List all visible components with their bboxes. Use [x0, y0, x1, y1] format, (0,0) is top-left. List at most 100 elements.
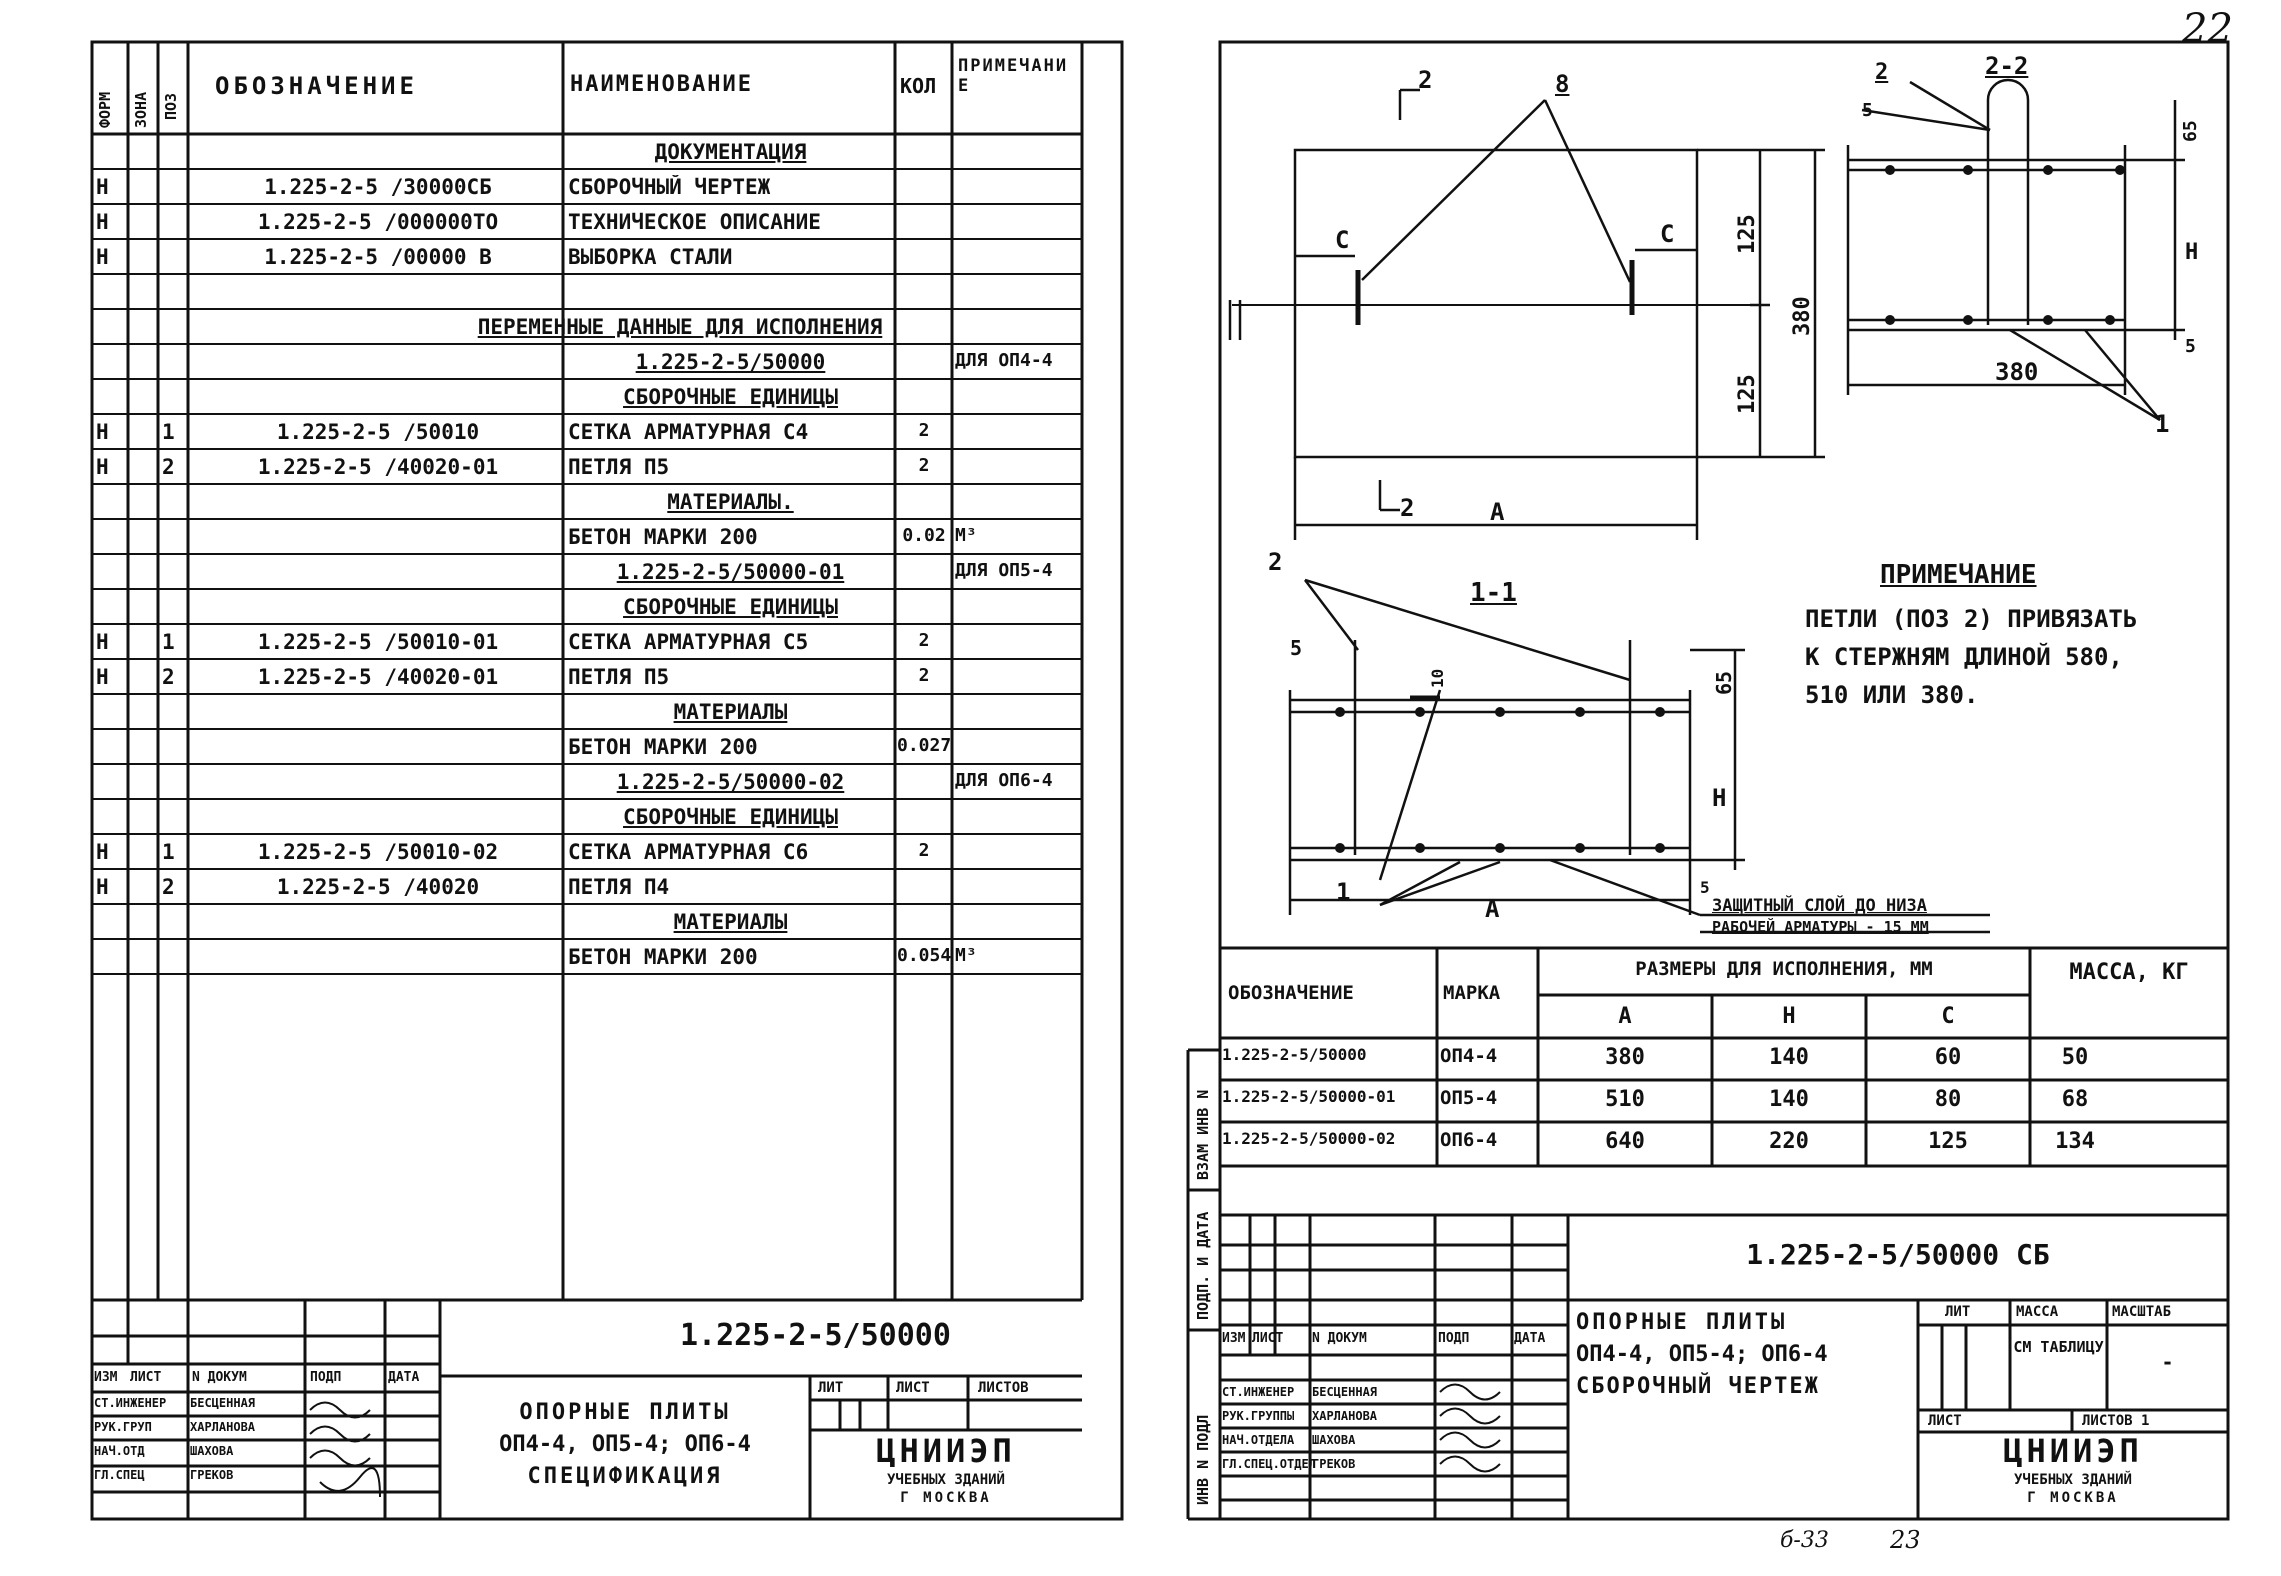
right-sheets-label: ЛИСТОВ 1 — [2082, 1413, 2150, 1429]
s11-dim-65: 65 — [1712, 670, 1736, 695]
spec-cell-name: ПЕТЛЯ П5 — [568, 665, 670, 689]
right-rev-header: ДАТА — [1514, 1331, 1546, 1346]
right-stage-mass: МАССА — [2016, 1304, 2059, 1320]
signature-marks — [309, 1383, 1501, 1498]
spec-cell-qty: 0.054 — [897, 945, 951, 966]
param-cell-a: 640 — [1605, 1129, 1645, 1154]
spec-cell-name: СЕТКА АРМАТУРНАЯ С5 — [568, 630, 809, 654]
spec-cell-form: Н — [96, 665, 109, 689]
s22-dim-65: 65 — [2180, 120, 2201, 142]
right-title-line-1: ОПОРНЫЕ ПЛИТЫ — [1576, 1310, 1788, 1335]
stamp-podp-data: ПОДП. И ДАТА — [1194, 1211, 1212, 1320]
left-title-line-2: ОП4-4, ОП5-4; ОП6-4 — [499, 1432, 751, 1457]
spec-cell-form: Н — [96, 175, 109, 199]
spec-cell-name: СБОРОЧНЫЕ ЕДИНИЦЫ — [623, 595, 838, 619]
left-doc-code: 1.225-2-5/50000 — [680, 1318, 951, 1353]
right-sheet-frame — [1218, 40, 2230, 1521]
param-cell-c: 125 — [1928, 1129, 1968, 1154]
left-sheet-frame — [90, 40, 1124, 1521]
spec-cell-name: 1.225-2-5/50000 — [635, 350, 826, 374]
dim-a-plan: А — [1490, 498, 1505, 526]
param-cell-h: 220 — [1769, 1129, 1809, 1154]
param-header-a: А — [1618, 1004, 1632, 1029]
param-header-mark: МАРКА — [1443, 982, 1501, 1004]
header-designation: ОБОЗНАЧЕНИЕ — [215, 72, 418, 100]
spec-cell-name: МАТЕРИАЛЫ — [673, 910, 788, 934]
cut-2-label: 2 — [1418, 66, 1433, 94]
spec-cell-form: Н — [96, 420, 109, 444]
section-1-1-rebar-dots — [1335, 707, 1665, 853]
param-header-h: Н — [1782, 1004, 1796, 1029]
right-rev-header: N ДОКУМ — [1312, 1331, 1367, 1346]
spec-cell-designation: 1.225-2-5 /40020-01 — [257, 665, 499, 689]
param-header-designation: ОБОЗНАЧЕНИЕ — [1228, 982, 1354, 1004]
right-signer-role: СТ.ИНЖЕНЕР — [1222, 1385, 1295, 1399]
spec-cell-designation: 1.225-2-5 /50010-02 — [257, 840, 499, 864]
spec-cell-name: БЕТОН МАРКИ 200 — [568, 525, 758, 549]
right-org-sub1: УЧЕБНЫХ ЗДАНИЙ — [2013, 1472, 2132, 1488]
s11-dim-5b: 5 — [1700, 878, 1710, 897]
spec-cell-qty: 2 — [918, 420, 930, 441]
left-org-sub2: Г МОСКВА — [900, 1490, 992, 1506]
spec-cell-name: ВЫБОРКА СТАЛИ — [568, 245, 733, 269]
right-title-line-2: ОП4-4, ОП5-4; ОП6-4 — [1576, 1342, 1828, 1367]
s11-pos-2: 2 — [1268, 548, 1283, 576]
sheet-mark-bottom-right: 23 — [1890, 1526, 1921, 1554]
plan-view — [1228, 88, 1825, 540]
right-signer-role: НАЧ.ОТДЕЛА — [1222, 1433, 1295, 1447]
spec-cell-note: М³ — [955, 945, 977, 966]
spec-cell-form: Н — [96, 630, 109, 654]
s11-pos-1: 1 — [1336, 878, 1351, 906]
param-cell-a: 380 — [1605, 1045, 1645, 1070]
note-title: ПРИМЕЧАНИЕ — [1880, 560, 2037, 590]
spec-cell-qty: 2 — [918, 840, 930, 861]
header-qty: КОЛ — [900, 74, 937, 98]
protect-note-2: РАБОЧЕЙ АРМАТУРЫ - 15 ММ — [1712, 918, 1929, 936]
right-rev-header: ЛИСТ — [1252, 1331, 1284, 1346]
right-rev-header: ПОДП — [1438, 1331, 1470, 1346]
c-right-label: С — [1660, 220, 1675, 248]
spec-cell-name: ПЕРЕМЕННЫЕ ДАННЫЕ ДЛЯ ИСПОЛНЕНИЯ — [477, 315, 883, 339]
left-rev-header: N ДОКУМ — [192, 1370, 247, 1385]
dim-380-vertical: 380 — [1790, 296, 1815, 336]
s11-dim-h: Н — [1712, 784, 1727, 812]
right-org-sub2: Г МОСКВА — [2027, 1490, 2119, 1506]
spec-cell-pos: 2 — [162, 665, 175, 689]
spec-cell-designation: 1.225-2-5 /30000СБ — [264, 175, 492, 199]
header-pos: ПОЗ — [162, 92, 180, 120]
spec-cell-name: СБОРОЧНЫЕ ЕДИНИЦЫ — [623, 385, 838, 409]
param-cell-a: 510 — [1605, 1087, 1645, 1112]
left-title-line-1: ОПОРНЫЕ ПЛИТЫ — [519, 1400, 731, 1425]
header-name: НАИМЕНОВАНИЕ — [570, 72, 753, 97]
spec-cell-name: БЕТОН МАРКИ 200 — [568, 945, 758, 969]
spec-cell-qty: 0.02 — [902, 525, 946, 546]
cut-2-bottom-label: 2 — [1400, 494, 1415, 522]
spec-cell-designation: 1.225-2-5 /40020 — [276, 875, 480, 899]
dim-125-top: 125 — [1735, 214, 1760, 254]
left-signer-role: ГЛ.СПЕЦ — [94, 1468, 145, 1482]
section-2-2-title: 2-2 — [1985, 52, 2029, 80]
spec-cell-form: Н — [96, 210, 109, 234]
left-rev-header: ДАТА — [388, 1370, 420, 1385]
right-doc-code: 1.225-2-5/50000 СБ — [1746, 1238, 2050, 1271]
s22-pos-1: 1 — [2155, 410, 2170, 438]
pos-8-label: 8 — [1555, 70, 1570, 98]
spec-cell-designation: 1.225-2-5 /40020-01 — [257, 455, 499, 479]
header-note: ПРИМЕЧАНИЕ — [958, 56, 1069, 96]
param-header-mass: МАССА, КГ — [2069, 960, 2189, 985]
s11-dim-10: 10 — [1428, 668, 1447, 688]
param-cell-designation: 1.225-2-5/50000-01 — [1222, 1087, 1396, 1106]
right-signer-role: ГЛ.СПЕЦ.ОТДЕЛ — [1222, 1457, 1316, 1471]
right-signer-name: БЕСЦЕННАЯ — [1312, 1385, 1378, 1399]
param-header-dims: РАЗМЕРЫ ДЛЯ ИСПОЛНЕНИЯ, ММ — [1635, 958, 1933, 980]
left-stage-sheets: ЛИСТОВ — [978, 1380, 1029, 1396]
spec-cell-pos: 1 — [162, 630, 175, 654]
spec-cell-designation: 1.225-2-5 /00000 В — [264, 245, 492, 269]
section-1-1-title: 1-1 — [1470, 578, 1517, 608]
dim-125-bottom: 125 — [1735, 374, 1760, 414]
left-org: ЦНИИЭП — [876, 1432, 1016, 1470]
left-title-line-3: СПЕЦИФИКАЦИЯ — [527, 1464, 723, 1489]
right-signer-name: ХАРЛАНОВА — [1312, 1409, 1378, 1423]
spec-cell-name: 1.225-2-5/50000-01 — [616, 560, 845, 584]
s22-dim-380: 380 — [1995, 358, 2039, 386]
